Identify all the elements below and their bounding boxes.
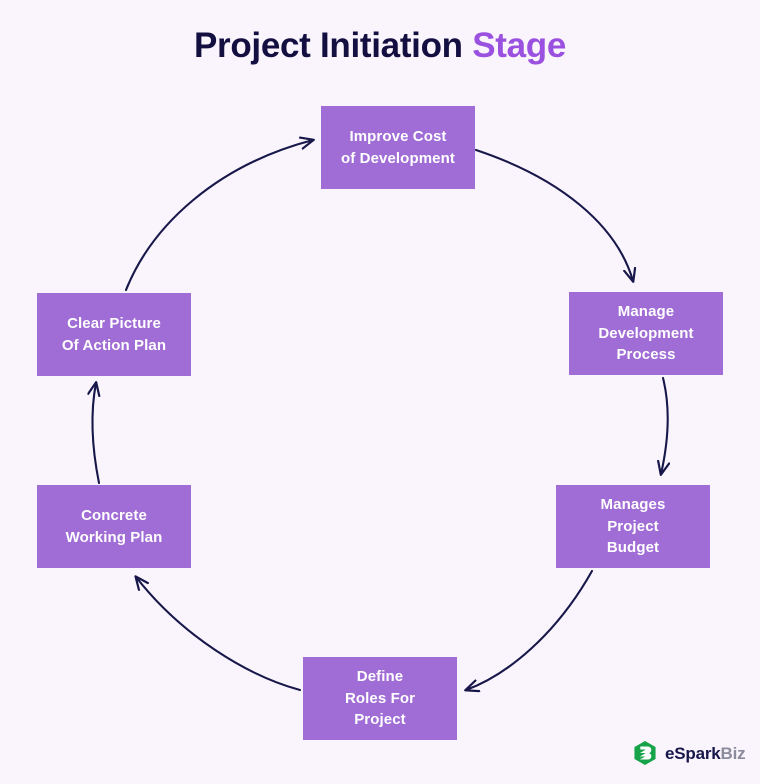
arrow-concrete-plan-to-clear-picture xyxy=(92,383,99,485)
node-label-line: Project xyxy=(354,711,406,729)
arrow-manage-development-to-manages-budget xyxy=(661,376,668,474)
node-label-line: Of Action Plan xyxy=(61,336,167,354)
node-label-line: Project xyxy=(607,517,659,535)
node-concrete-working-plan[interactable]: Concrete Working Plan xyxy=(37,485,191,568)
arrow-clear-picture-to-improve-cost xyxy=(124,140,313,292)
node-label-line: Roles For xyxy=(344,689,416,707)
node-label-line: Improve Cost xyxy=(349,127,447,145)
node-label-line: Manages xyxy=(600,495,666,513)
node-label-line: Define xyxy=(356,667,404,685)
node-label-line: Clear Picture xyxy=(67,314,161,332)
esparkbiz-logo: eSparkBiz xyxy=(632,740,746,766)
hexagon-spark-icon xyxy=(634,741,656,765)
logo-name-secondary: Biz xyxy=(720,743,746,763)
node-label-line: Budget xyxy=(606,539,660,557)
node-label-line: Concrete xyxy=(81,506,147,524)
page-title: Project Initiation Stage xyxy=(0,26,760,66)
node-improve-cost[interactable]: Improve Cost of Development xyxy=(321,106,475,189)
logo-wordmark: eSparkBiz xyxy=(665,743,746,763)
node-label-line: Process xyxy=(616,346,676,364)
node-label-line: Manage xyxy=(617,302,675,320)
node-manages-project-budget[interactable]: Manages Project Budget xyxy=(556,485,710,568)
node-define-roles-for-project[interactable]: Define Roles For Project xyxy=(303,657,457,740)
page-title-primary: Project Initiation xyxy=(193,26,463,65)
page-title-accent: Stage xyxy=(472,26,567,65)
node-label-line: Working Plan xyxy=(65,528,163,546)
node-label-line: Development xyxy=(598,324,694,342)
arrow-improve-cost-to-manage-development xyxy=(474,148,633,281)
arrow-define-roles-to-concrete-plan xyxy=(136,577,302,692)
logo-name-primary: eSpark xyxy=(665,743,721,763)
node-manage-development[interactable]: Manage Development Process xyxy=(569,292,723,375)
node-clear-picture-of-action-plan[interactable]: Clear Picture Of Action Plan xyxy=(37,293,191,376)
arrow-manages-budget-to-define-roles xyxy=(466,569,594,690)
node-label-line: of Development xyxy=(341,149,455,167)
